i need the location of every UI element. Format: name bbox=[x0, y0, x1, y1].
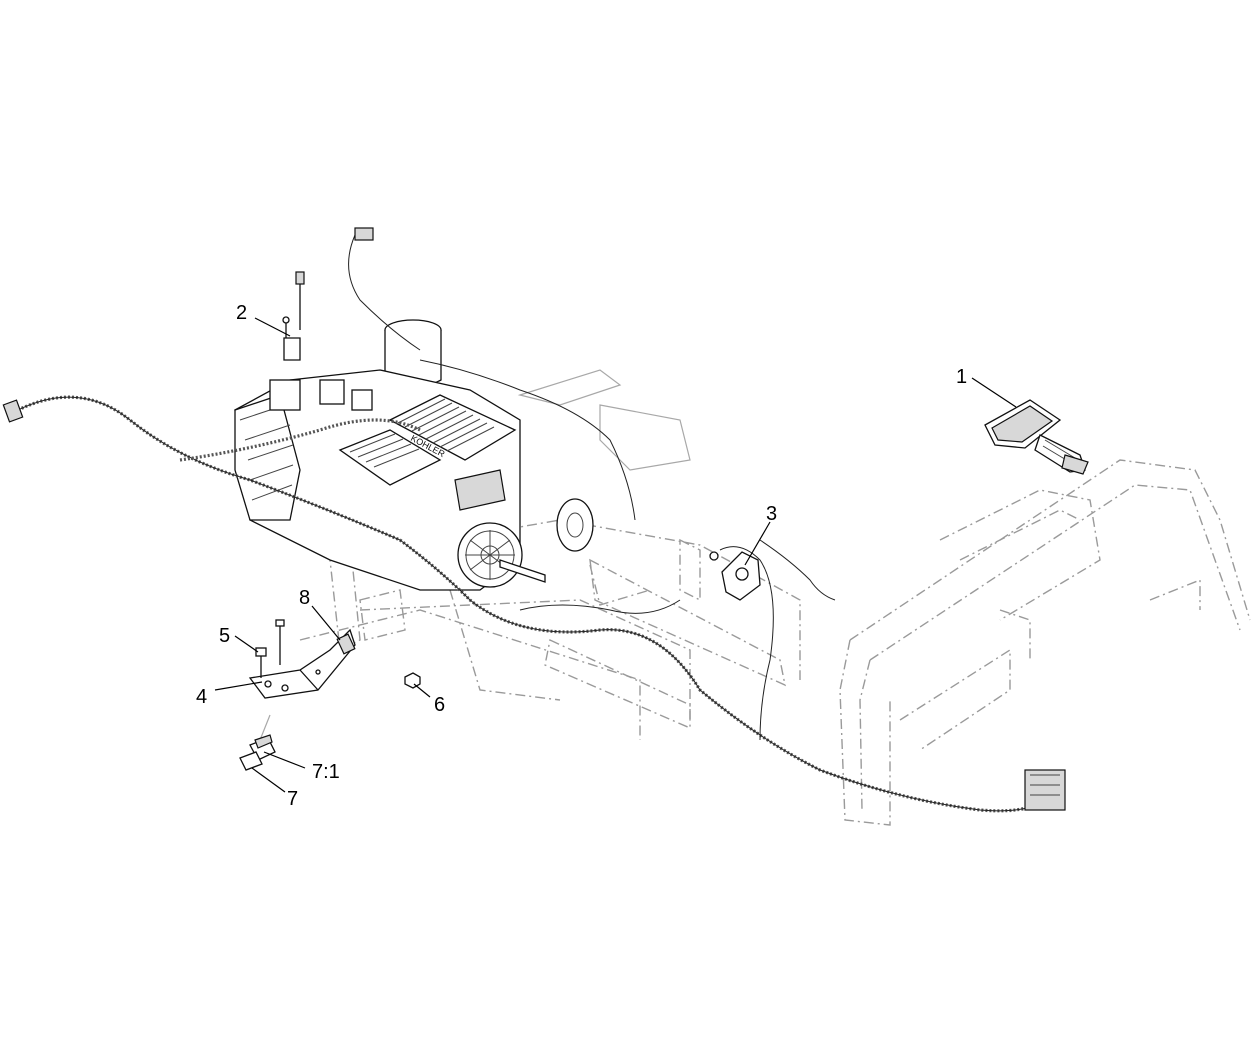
callout-2: 2 bbox=[236, 302, 247, 324]
callout-5: 5 bbox=[219, 625, 230, 647]
callout-labels: 1 2 3 4 5 6 7:1 7 8 bbox=[196, 302, 967, 810]
callout-7-1: 7:1 bbox=[312, 761, 340, 783]
callout-7: 7 bbox=[287, 788, 298, 810]
callout-6: 6 bbox=[434, 694, 445, 716]
callout-3: 3 bbox=[766, 503, 777, 525]
part-8-sensor bbox=[336, 633, 356, 655]
part-1-display bbox=[984, 399, 1089, 475]
part-3-plate-nut bbox=[709, 551, 761, 601]
part-2-sensor bbox=[282, 271, 305, 361]
part-7-plug bbox=[239, 714, 276, 771]
part-4-bracket bbox=[248, 628, 356, 699]
callout-4: 4 bbox=[196, 686, 207, 708]
part-5-bolt bbox=[255, 619, 285, 678]
engine-assembly: KOHLER bbox=[234, 319, 594, 591]
chassis-frame-ghost bbox=[299, 369, 1251, 826]
callout-1: 1 bbox=[956, 366, 967, 388]
leader-lines bbox=[214, 317, 1017, 793]
callout-8: 8 bbox=[299, 587, 310, 609]
wiring-harness bbox=[2, 227, 1066, 813]
part-6-nut bbox=[404, 672, 421, 689]
